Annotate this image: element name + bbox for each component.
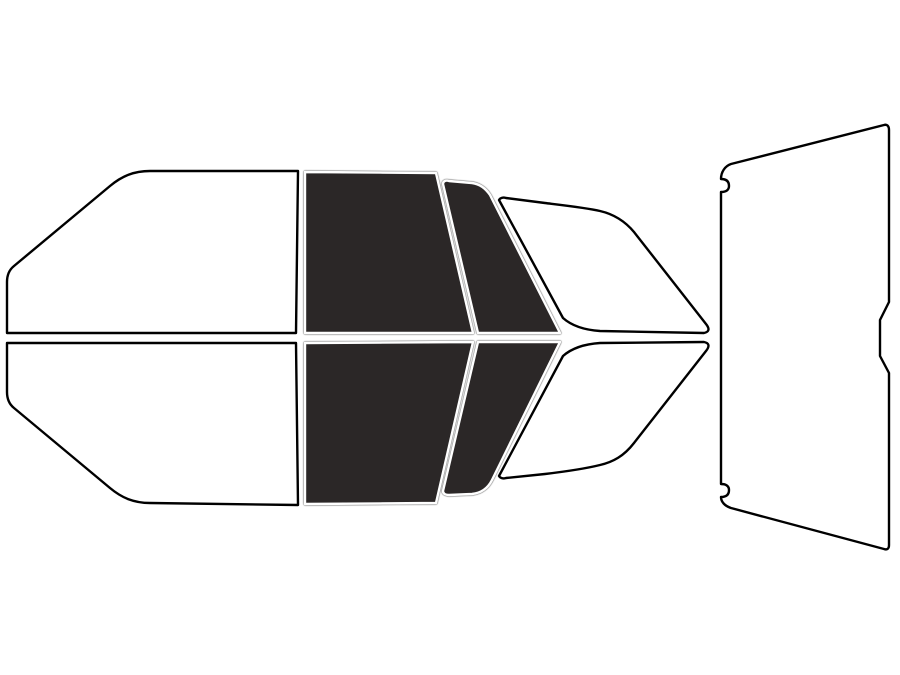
front-windshield-upper: [5, 169, 300, 335]
quarter-window-lower: [497, 340, 710, 480]
front-side-window-upper: [303, 170, 475, 335]
rear-side-window-upper: [441, 179, 562, 335]
rear-side-window-lower: [441, 340, 562, 497]
front-side-window-lower: [303, 340, 475, 506]
quarter-window-upper: [497, 196, 710, 335]
front-windshield-lower: [5, 341, 300, 507]
rear-windshield: [719, 123, 891, 551]
